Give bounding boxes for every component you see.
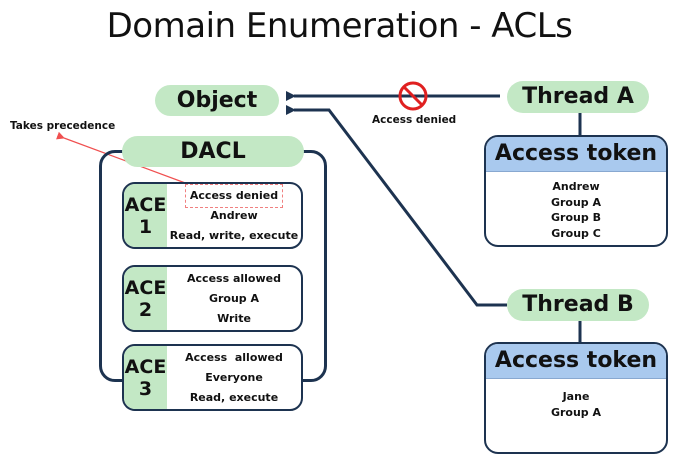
thread-b-node: Thread B bbox=[507, 289, 649, 321]
thread-a-label: Thread A bbox=[522, 84, 634, 109]
token-entries: Andrew Group A Group B Group C bbox=[486, 172, 666, 241]
token-entry: Group A bbox=[550, 195, 602, 209]
ace-type-highlighted: Access denied bbox=[184, 184, 284, 208]
access-denied-label: Access denied bbox=[372, 114, 457, 126]
ace-details: Access allowed Group A Write bbox=[167, 267, 301, 330]
object-node: Object bbox=[155, 85, 279, 116]
ace-entry-2: ACE 2 Access allowed Group A Write bbox=[122, 265, 303, 332]
token-entry: Group C bbox=[551, 226, 601, 240]
token-title: Access token bbox=[486, 344, 666, 379]
ace-name: ACE bbox=[124, 193, 167, 216]
ace-number: 1 bbox=[138, 215, 153, 238]
token-entry: Group B bbox=[551, 211, 601, 224]
ace-type: Access allowed bbox=[185, 350, 283, 364]
dacl-node: DACL bbox=[122, 136, 304, 167]
ace-details: Access allowed Everyone Read, execute bbox=[167, 346, 301, 409]
ace-principal: Andrew bbox=[210, 208, 258, 222]
ace-type: Access allowed bbox=[187, 271, 281, 285]
token-title: Access token bbox=[486, 137, 666, 172]
thread-b-access-token: Access token Jane Group A bbox=[484, 342, 668, 454]
ace-name: ACE bbox=[124, 276, 167, 299]
thread-b-to-object-arrow bbox=[286, 105, 507, 307]
dacl-label: DACL bbox=[180, 139, 246, 164]
ace-name: ACE bbox=[124, 355, 167, 378]
object-label: Object bbox=[176, 88, 258, 113]
ace-principal: Everyone bbox=[205, 370, 263, 384]
slide-title: Domain Enumeration - ACLs bbox=[106, 6, 573, 46]
ace-rights: Read, execute bbox=[189, 390, 279, 404]
no-entry-icon bbox=[398, 81, 428, 111]
ace-rights: Read, write, execute bbox=[169, 228, 299, 242]
token-entries: Jane Group A bbox=[486, 379, 666, 420]
token-entry: Jane bbox=[562, 390, 590, 403]
ace-rights: Write bbox=[217, 311, 251, 325]
thread-a-access-token: Access token Andrew Group A Group B Grou… bbox=[484, 135, 668, 247]
token-entry: Group A bbox=[550, 405, 602, 419]
ace-number: 3 bbox=[138, 377, 153, 400]
ace-id: ACE 3 bbox=[124, 346, 167, 409]
thread-a-node: Thread A bbox=[507, 81, 649, 113]
ace-principal: Group A bbox=[208, 291, 260, 305]
ace-entry-1: ACE 1 Access denied Andrew Read, write, … bbox=[122, 182, 303, 249]
token-entry: Andrew bbox=[552, 180, 600, 193]
precedence-note: Takes precedence bbox=[10, 120, 116, 132]
ace-entry-3: ACE 3 Access allowed Everyone Read, exec… bbox=[122, 344, 303, 411]
thread-b-label: Thread B bbox=[522, 292, 634, 317]
ace-details: Access denied Andrew Read, write, execut… bbox=[167, 184, 301, 247]
ace-number: 2 bbox=[138, 298, 153, 321]
ace-id: ACE 1 bbox=[124, 184, 167, 247]
ace-id: ACE 2 bbox=[124, 267, 167, 330]
